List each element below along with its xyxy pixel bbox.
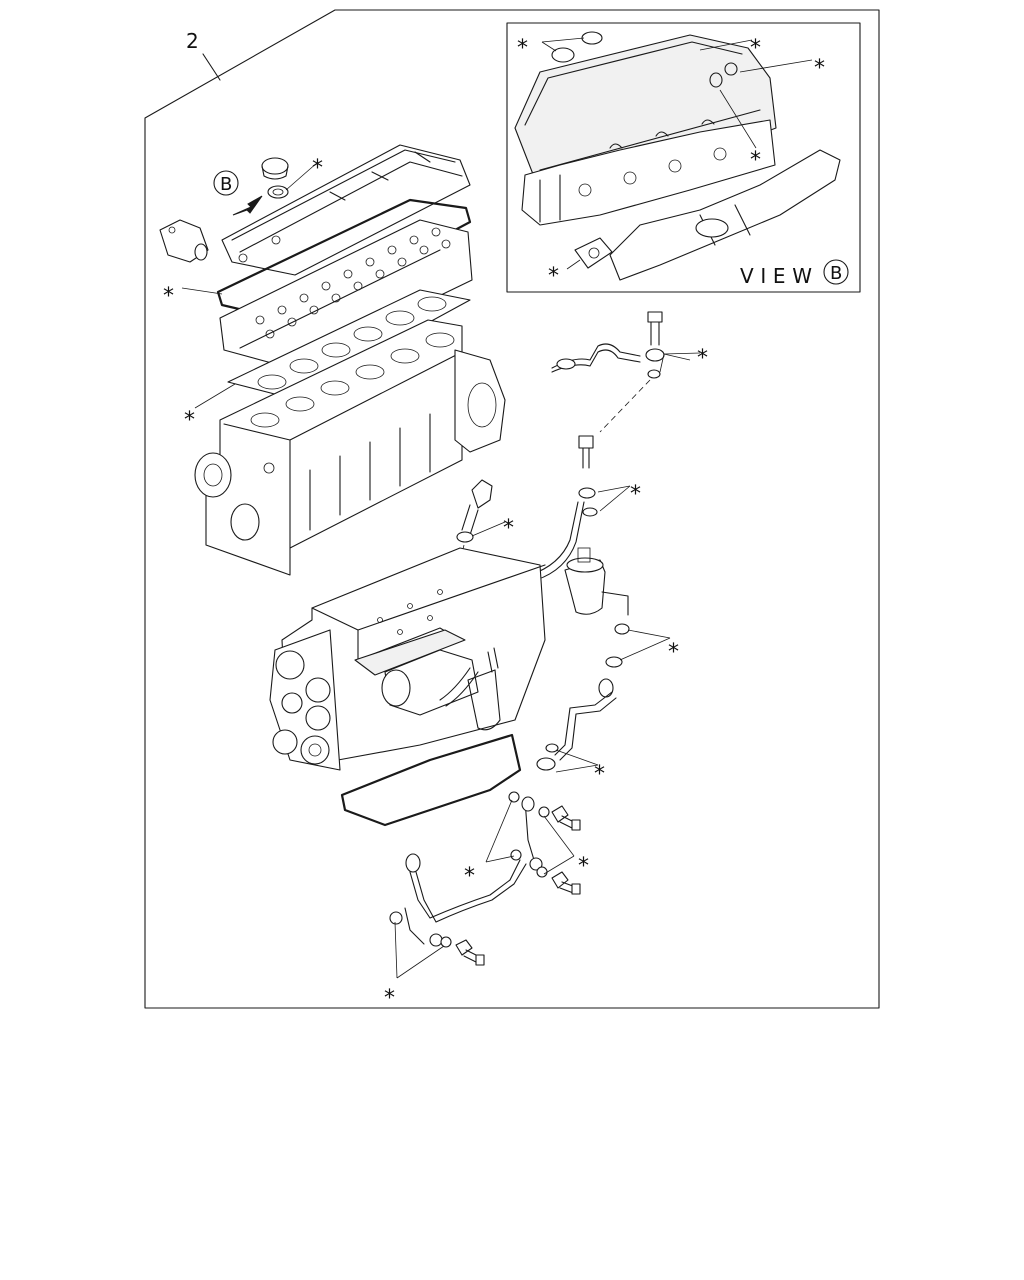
banjo-bolt-top — [647, 311, 663, 346]
view-b-label: VIEW — [740, 264, 812, 288]
marker: ⁎ — [548, 257, 559, 282]
view-b-letter: B — [830, 263, 842, 284]
marker: ⁎ — [384, 979, 395, 1004]
oil-pan-gasket — [340, 733, 522, 827]
head-gasket — [227, 289, 471, 399]
diagram-frame — [144, 9, 880, 1009]
marker: ⁎ — [697, 339, 708, 364]
callout-number: 2 — [186, 29, 199, 53]
marker: ⁎ — [594, 755, 605, 780]
thermostat-housing — [159, 219, 209, 263]
marker: ⁎ — [750, 29, 761, 54]
callout-leader — [202, 53, 221, 81]
hex-bolts — [455, 805, 581, 966]
inset-o-rings — [551, 31, 738, 88]
view-b-inset — [506, 22, 861, 293]
view-direction-arrow — [232, 195, 263, 216]
marker: ⁎ — [668, 633, 679, 658]
marker: ⁎ — [464, 857, 475, 882]
marker: ⁎ — [630, 475, 641, 500]
oil-filler-cap — [261, 157, 289, 199]
marker: ⁎ — [517, 29, 528, 54]
cylinder-block — [194, 319, 506, 576]
fuel-filter — [564, 547, 629, 616]
marker: ⁎ — [312, 149, 323, 174]
marker: ⁎ — [578, 847, 589, 872]
glow-plug-harness — [389, 791, 550, 948]
filter-pipe-fittings — [536, 623, 630, 771]
marker: ⁎ — [750, 141, 761, 166]
arrow-b-letter: B — [220, 174, 232, 195]
cylinder-head — [219, 219, 473, 369]
gasket-kit-markers: ⁎ ⁎ ⁎ ⁎ ⁎ ⁎ ⁎ ⁎ ⁎ ⁎ ⁎ ⁎ ⁎ ⁎ ⁎ ⁎ — [163, 29, 825, 1004]
inset-flange-gasket — [574, 237, 613, 269]
marker: ⁎ — [163, 277, 174, 302]
marker: ⁎ — [503, 509, 514, 534]
marker: ⁎ — [814, 49, 825, 74]
rocker-cover — [221, 144, 471, 276]
head-cover-gasket — [216, 198, 472, 322]
arrow-b-circle — [213, 170, 239, 196]
fuel-return-pipe — [551, 343, 665, 379]
inset-exhaust-pipe — [609, 149, 841, 281]
lower-engine-block — [269, 547, 546, 771]
banjo-bolt-mid — [578, 435, 598, 517]
marker: ⁎ — [184, 401, 195, 426]
view-b-circle — [823, 259, 849, 285]
